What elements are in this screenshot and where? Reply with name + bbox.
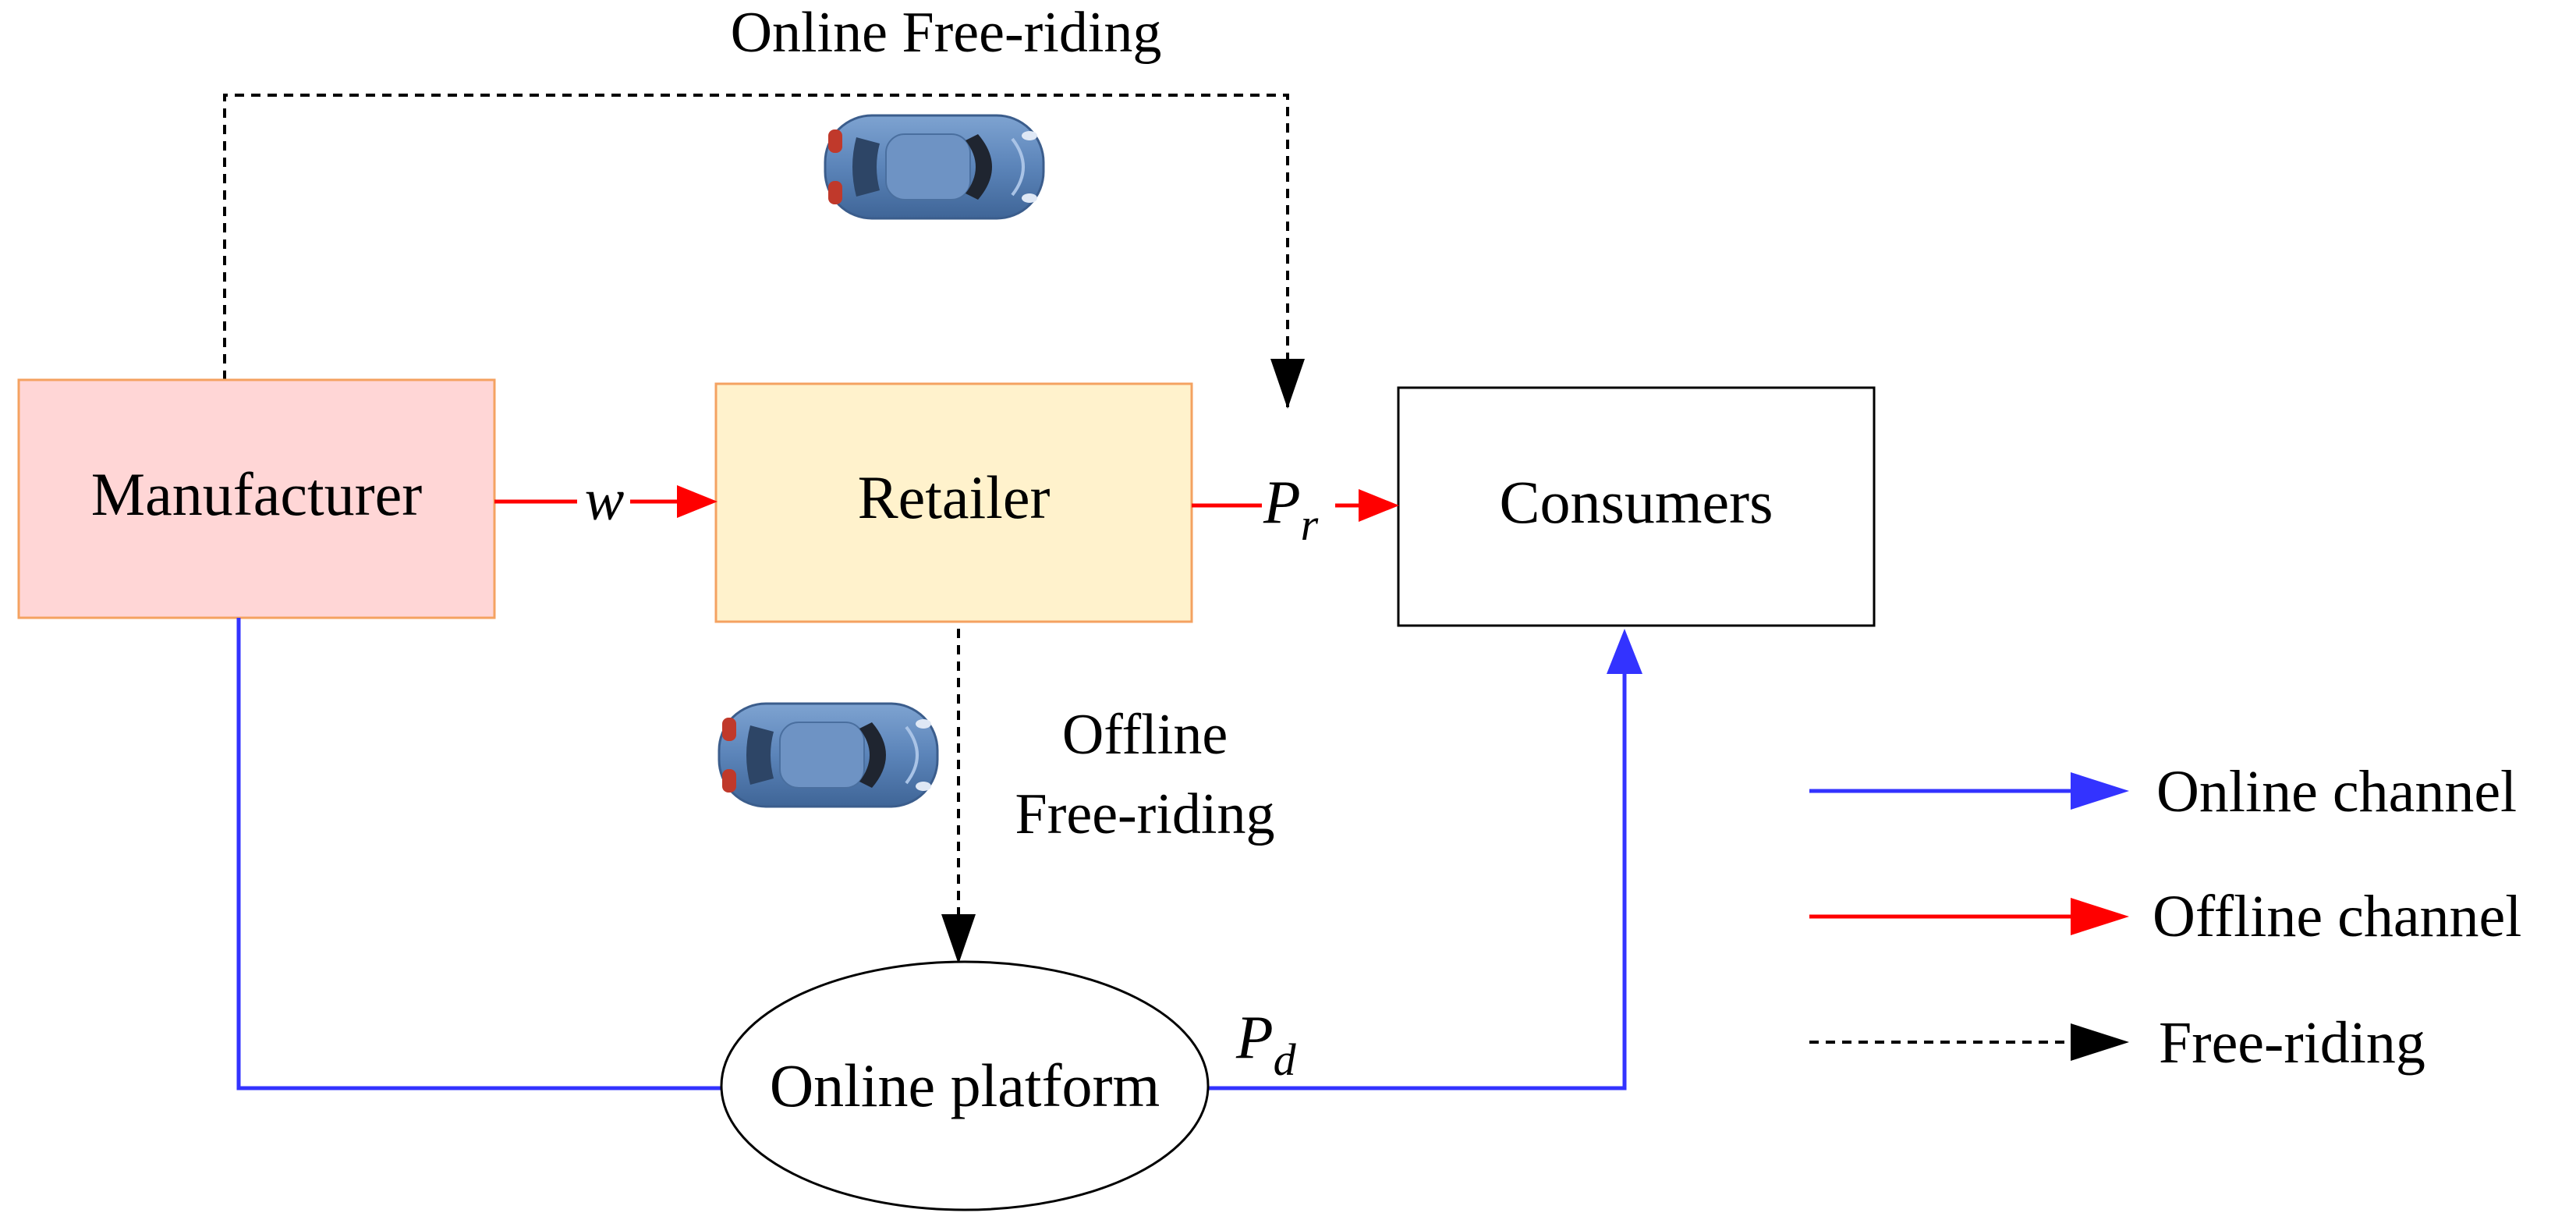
legend-offline-arrowhead	[2071, 898, 2129, 935]
legend-free-riding-label: Free-riding	[2159, 1010, 2425, 1076]
offline-channel-arrowhead	[1359, 489, 1399, 522]
legend-offline-label: Offline channel	[2153, 884, 2521, 949]
online-platform-node	[720, 960, 1210, 1211]
offline-free-riding-label-line2: Free-riding	[1015, 782, 1275, 846]
consumers-box	[1397, 386, 1876, 627]
online-free-riding-arrowhead	[1270, 359, 1305, 409]
online-free-riding-label: Online Free-riding	[731, 1, 1162, 65]
retail-price-label: Pr	[1263, 468, 1319, 550]
online-channel-path-manufacturer	[236, 618, 721, 1090]
manufacturer-box	[17, 378, 496, 619]
online-channel-arrowhead	[1607, 629, 1642, 674]
car-icon	[824, 114, 1045, 220]
retailer-box	[714, 382, 1193, 623]
retailer-label: Retailer	[858, 463, 1051, 531]
direct-price-label: Pd	[1235, 1003, 1297, 1085]
online-channel-path-consumers	[1208, 671, 1627, 1090]
online-platform-label: Online platform	[770, 1051, 1160, 1119]
legend: Online channel Offline channel Free-ridi…	[1809, 759, 2521, 1076]
wholesale-price-label: w	[585, 467, 625, 533]
legend-online-label: Online channel	[2156, 759, 2517, 825]
offline-free-riding-label-line1: Offline	[1062, 703, 1228, 767]
offline-free-riding-arrowhead	[941, 914, 976, 964]
manufacturer-label: Manufacturer	[91, 460, 422, 528]
car-icon	[718, 702, 939, 808]
legend-online-arrowhead	[2071, 772, 2129, 810]
legend-free-riding-arrowhead	[2071, 1023, 2129, 1061]
offline-channel-arrowhead	[677, 485, 718, 518]
consumers-label: Consumers	[1500, 468, 1773, 536]
online-free-riding-path	[223, 94, 1289, 407]
